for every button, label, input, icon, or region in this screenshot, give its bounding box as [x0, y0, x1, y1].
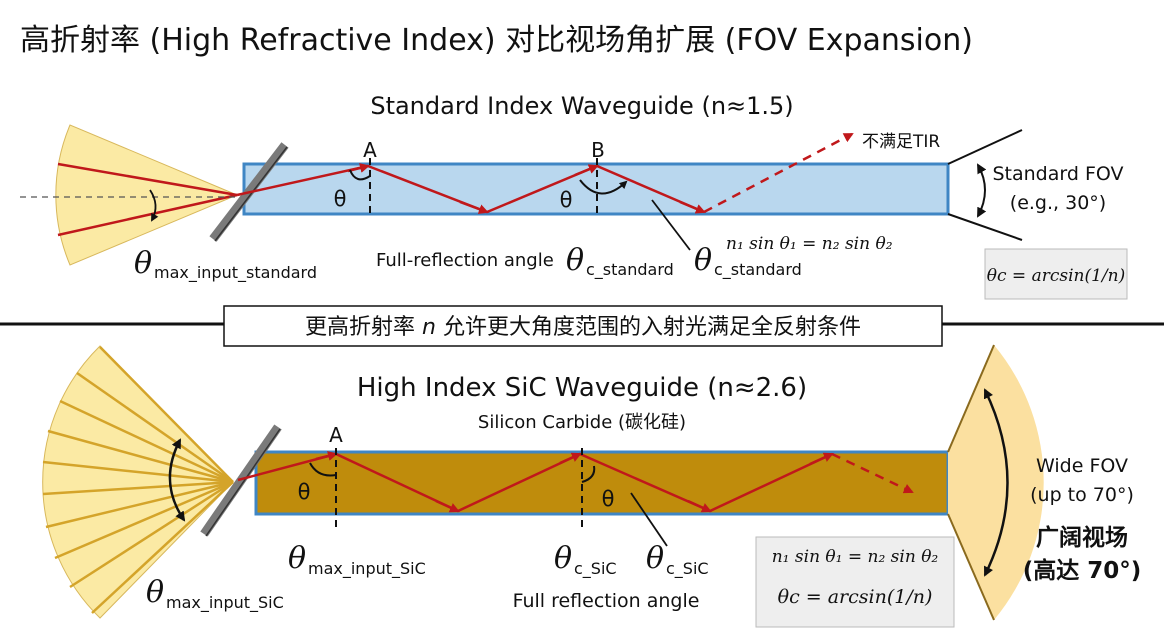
high-fov-wedge	[947, 344, 1044, 621]
high-theta-max-symbol-2: θ	[146, 575, 164, 610]
high-fov-label: Wide FOV	[1036, 455, 1128, 477]
standard-theta-a: θ	[334, 187, 347, 211]
standard-point-b: B	[591, 138, 605, 162]
high-input-fan	[42, 345, 234, 619]
high-point-a: A	[329, 423, 343, 447]
not-tir-label: 不满足TIR	[862, 132, 940, 152]
standard-theta-b: θ	[560, 188, 573, 212]
standard-input-fan	[55, 124, 239, 266]
high-input-angle-arc	[168, 438, 186, 522]
high-theta-a: θ	[298, 480, 311, 504]
high-fov-cn-range: (高达 70°)	[1023, 557, 1142, 584]
high-theta-c-subscript-2: c_SiC	[666, 559, 709, 579]
high-theta-b: θ	[602, 487, 615, 511]
page-title: 高折射率 (High Refractive Index) 对比视场角扩展 (FO…	[20, 23, 973, 58]
high-theta-c-symbol-2: θ	[646, 541, 664, 576]
high-snell-formula: n₁ sin θ₁ = n₂ sin θ₂	[772, 547, 939, 567]
high-theta-c-leader	[630, 492, 668, 547]
standard-snell-formula: n₁ sin θ₁ = n₂ sin θ₂	[726, 234, 893, 254]
standard-fov-label: Standard FOV	[992, 163, 1123, 185]
standard-heading: Standard Index Waveguide (n≈1.5)	[370, 92, 793, 120]
high-heading: High Index SiC Waveguide (n≈2.6)	[357, 373, 807, 403]
standard-theta-c-symbol: θ	[566, 243, 584, 278]
high-theta-c-subscript-1: c_SiC	[574, 559, 617, 579]
standard-theta-c-subscript: c_standard	[586, 260, 674, 280]
standard-theta-max-symbol: θ	[134, 246, 152, 281]
standard-theta-c-symbol-2: θ	[694, 243, 712, 278]
standard-full-reflection-label: Full-reflection angle	[376, 250, 554, 271]
standard-point-a: A	[363, 138, 377, 162]
high-critical-formula: θc = arcsin(1/n)	[778, 586, 933, 608]
high-full-reflection-label: Full reflection angle	[513, 590, 700, 612]
high-theta-max-subscript-2: max_input_SiC	[166, 593, 284, 613]
middle-banner	[223, 305, 943, 347]
standard-critical-formula: θc = arcsin(1/n)	[987, 266, 1125, 286]
standard-escaping-ray	[703, 132, 854, 214]
high-theta-max-symbol-1: θ	[288, 541, 306, 576]
standard-fov-wedge	[947, 129, 1023, 241]
high-coupler-mirror	[200, 424, 282, 537]
high-theta-c-symbol-1: θ	[554, 541, 572, 576]
standard-theta-max-subscript: max_input_standard	[154, 263, 317, 283]
standard-fov-example: (e.g., 30°)	[1010, 192, 1106, 214]
standard-critical-formula-box	[984, 248, 1128, 300]
high-formula-box	[755, 536, 955, 628]
standard-input-angle-arc	[149, 189, 159, 222]
middle-banner-text: 更高折射率 n 允许更大角度范围的入射光满足全反射条件	[305, 315, 861, 340]
standard-theta-c-subscript-2: c_standard	[714, 260, 802, 280]
high-theta-max-subscript-1: max_input_SiC	[308, 559, 426, 579]
high-fov-range: (up to 70°)	[1030, 484, 1134, 506]
standard-theta-c-leader	[651, 199, 691, 251]
high-fov-cn-label: 广阔视场	[1036, 524, 1128, 551]
high-material-label: Silicon Carbide (碳化硅)	[478, 412, 686, 433]
